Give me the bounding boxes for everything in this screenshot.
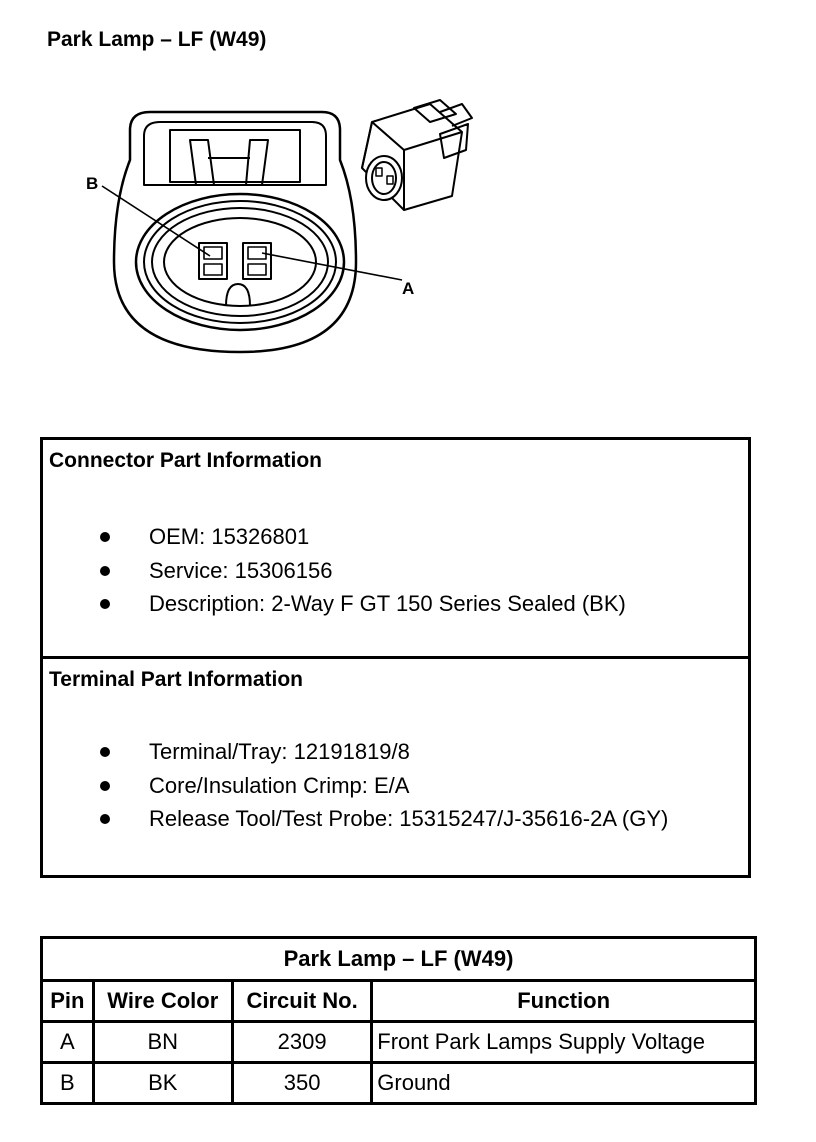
pin-cell: A (40, 1020, 95, 1064)
connector-diagram: B A (86, 99, 473, 354)
terminal-cavity-b (198, 242, 228, 280)
bullet-icon (100, 780, 110, 791)
bullet-icon (100, 747, 110, 757)
terminal-info-list: Terminal/Tray: 12191819/8 Core/Insulatio… (43, 735, 668, 836)
list-item: Terminal/Tray: 12191819/8 (43, 735, 668, 769)
function-cell: Ground (370, 1061, 757, 1105)
connector-info-list: OEM: 15326801 Service: 15306156 Descript… (43, 520, 626, 621)
leader-line-a (261, 252, 403, 281)
function-cell: Front Park Lamps Supply Voltage (370, 1020, 757, 1064)
seal-ring-inner (163, 217, 317, 307)
bullet-icon (100, 532, 110, 542)
wire-color-cell: BK (91, 1061, 234, 1105)
column-header-function: Function (370, 979, 757, 1023)
terminal-cavity-a (242, 242, 272, 280)
pin-cell: B (40, 1061, 95, 1105)
connector-latch (169, 129, 301, 183)
table-header-row: Pin Wire Color Circuit No. Function (40, 979, 757, 1023)
pinout-table: Park Lamp – LF (W49) Pin Wire Color Circ… (40, 936, 757, 1105)
list-item: Description: 2-Way F GT 150 Series Seale… (43, 587, 626, 621)
circuit-number-cell: 350 (230, 1061, 374, 1105)
connector-housing (112, 110, 358, 354)
part-information-box: Connector Part Information OEM: 15326801… (40, 437, 751, 878)
list-item: OEM: 15326801 (43, 520, 626, 554)
leader-line-b (101, 185, 211, 257)
circuit-number-cell: 2309 (230, 1020, 374, 1064)
list-item: Service: 15306156 (43, 554, 626, 588)
connector-info-section: Connector Part Information OEM: 15326801… (43, 440, 748, 659)
connector-3d-view (361, 99, 473, 211)
table-row: B BK 350 Ground (40, 1061, 757, 1105)
wire-color-cell: BN (91, 1020, 234, 1064)
bullet-icon (100, 814, 110, 824)
connector-info-heading: Connector Part Information (49, 449, 323, 472)
page-title: Park Lamp – LF (W49) (47, 28, 267, 51)
bullet-icon (100, 599, 110, 609)
table-row: A BN 2309 Front Park Lamps Supply Voltag… (40, 1020, 757, 1064)
table-caption: Park Lamp – LF (W49) (40, 936, 757, 982)
terminal-info-heading: Terminal Part Information (49, 668, 303, 691)
table-caption-row: Park Lamp – LF (W49) (40, 936, 757, 982)
column-header-wire-color: Wire Color (91, 979, 234, 1023)
pin-label-b: B (86, 174, 98, 193)
seal-ring-outer (134, 192, 346, 332)
pin-label-a: A (402, 279, 414, 298)
column-header-pin: Pin (40, 979, 95, 1023)
column-header-circuit-no: Circuit No. (230, 979, 374, 1023)
list-item: Core/Insulation Crimp: E/A (43, 769, 668, 803)
terminal-info-section: Terminal Part Information Terminal/Tray:… (43, 659, 748, 875)
bullet-icon (100, 565, 110, 576)
list-item: Release Tool/Test Probe: 15315247/J-3561… (43, 802, 668, 836)
